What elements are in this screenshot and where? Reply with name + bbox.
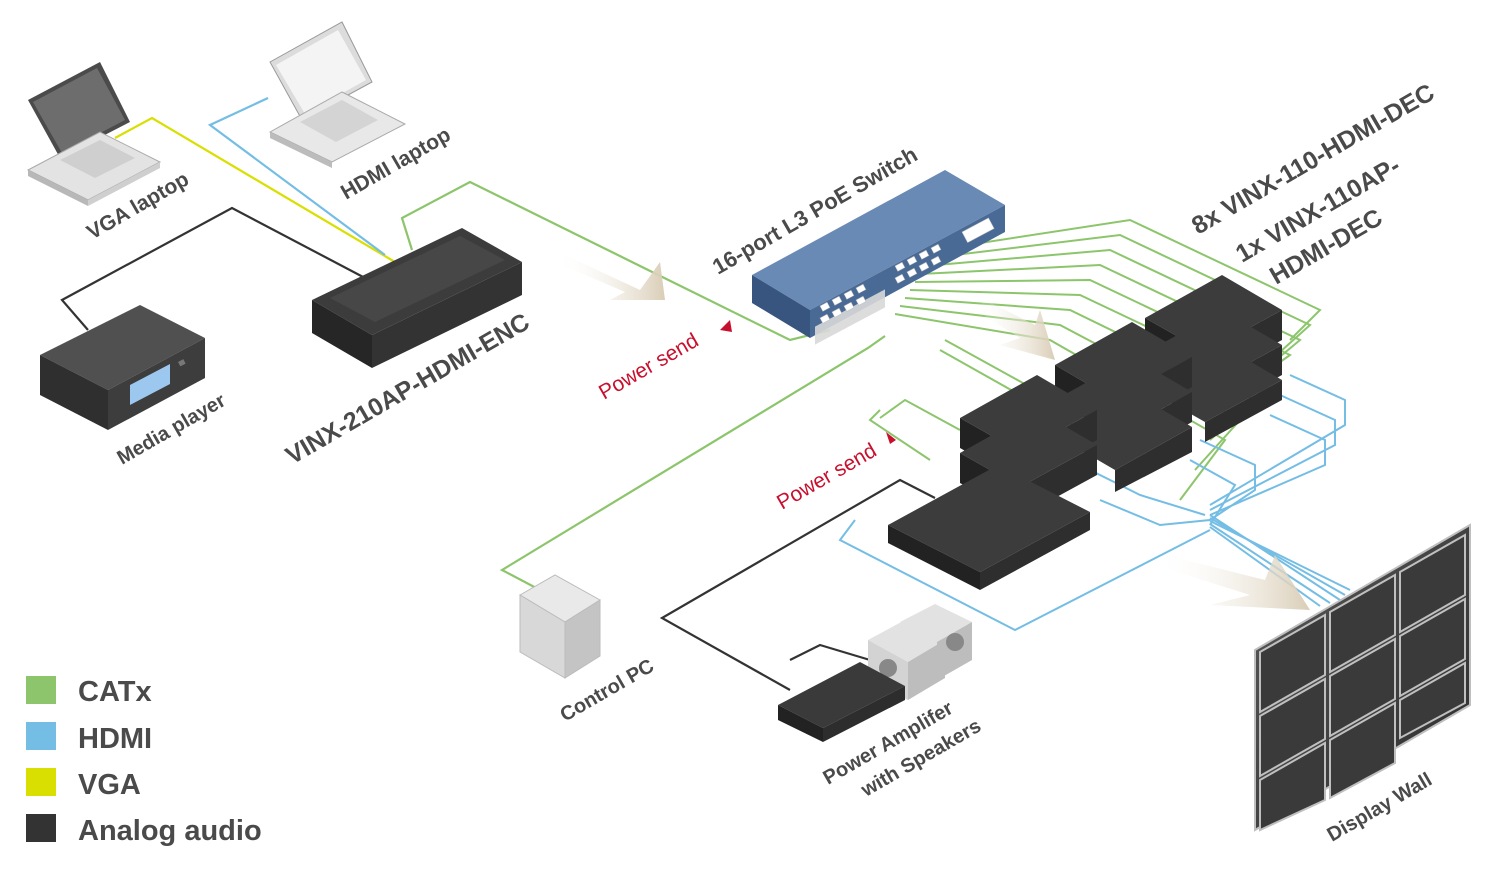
legend-item-analog-audio: Analog audio [26, 814, 262, 847]
amplifier-icon [778, 662, 905, 742]
legend-label-analog-audio: Analog audio [78, 815, 262, 847]
decoder-stack-icon [888, 275, 1282, 590]
media-player-icon [40, 305, 205, 430]
hdmi-laptop-icon [268, 21, 407, 168]
hdmi-cables-display-wall [838, 374, 1351, 632]
flow-arrow-1 [555, 255, 665, 300]
power-send-label-1: Power send [595, 329, 703, 404]
legend-label-hdmi: HDMI [78, 723, 152, 755]
legend-item-catx: CATx [26, 676, 152, 708]
poe-switch-icon [752, 170, 1005, 345]
catx-cable-encoder [400, 180, 831, 342]
encoder-device-icon [312, 228, 522, 368]
legend-label-catx: CATx [78, 676, 152, 708]
legend-swatch-analog-audio [26, 814, 56, 842]
vga-laptop-icon [26, 62, 162, 206]
flow-arrow-3 [1155, 555, 1310, 610]
hdmi-cable-laptop [207, 97, 386, 256]
legend-item-hdmi: HDMI [26, 722, 152, 755]
audio-cable-amp [659, 478, 936, 691]
display-wall-icon [1254, 523, 1471, 832]
audio-cable-media [60, 206, 366, 331]
legend: CATx HDMI VGA Analog audio [26, 676, 262, 847]
power-send-marker-2 [886, 432, 896, 444]
flow-arrow-2 [975, 300, 1055, 360]
legend-label-vga: VGA [78, 769, 141, 801]
control-pc-icon [519, 574, 601, 679]
vga-cable [114, 116, 396, 263]
legend-swatch-vga [26, 768, 56, 796]
legend-swatch-catx [26, 676, 56, 704]
power-send-marker-1 [720, 320, 732, 332]
catx-cable-pc [499, 335, 886, 591]
legend-swatch-hdmi [26, 722, 56, 750]
legend-item-vga: VGA [26, 768, 141, 801]
speakers-icon [868, 604, 972, 700]
power-send-label-2: Power send [773, 439, 881, 514]
